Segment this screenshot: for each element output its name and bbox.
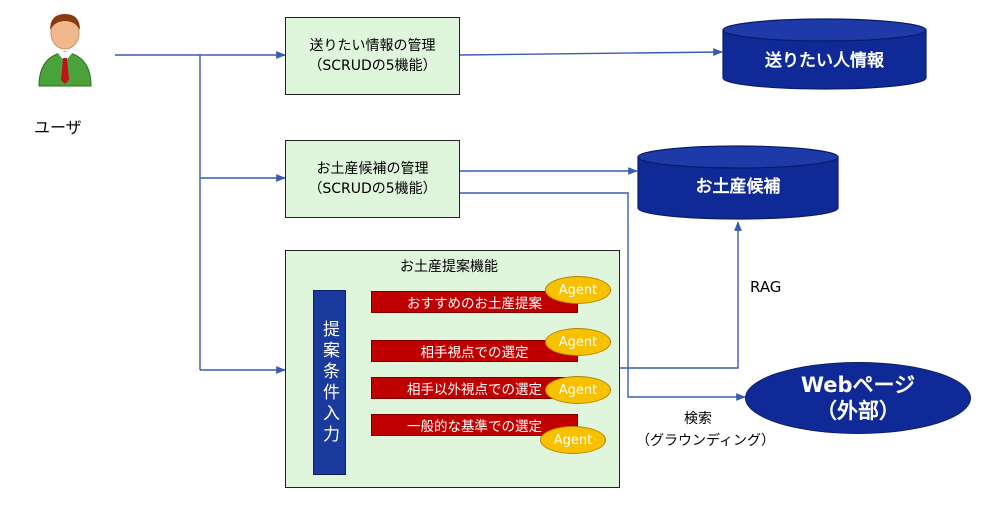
souvenir-subtitle: （SCRUDの5機能） <box>308 181 437 197</box>
search-label: 検索 <box>684 411 712 427</box>
souvenir-title: お土産候補の管理 <box>316 161 429 177</box>
send-info-management-box: 送りたい情報の管理 （SCRUDの5機能） <box>285 17 460 95</box>
external-web-ellipse: Webページ （外部） <box>745 362 971 434</box>
agent-badge-3: Agent <box>545 376 611 404</box>
bar-recipient-view-label: 相手視点での選定 <box>420 345 529 361</box>
proposal-input-bar: 提案条件入力 <box>313 290 346 475</box>
grounding-label: （グラウンディング） <box>636 433 776 449</box>
send-people-database <box>722 18 927 90</box>
souvenir-db-label: お土産候補 <box>695 176 781 197</box>
send-info-title: 送りたい情報の管理 <box>309 38 436 54</box>
bar-general-criteria: 一般的な基準での選定 <box>371 414 578 436</box>
edge-proposal-rag <box>620 221 742 369</box>
user-icon <box>35 8 95 88</box>
edge-user-trunk <box>115 54 201 370</box>
edge-send-info-to-db <box>459 48 723 57</box>
bar-general-criteria-label: 一般的な基準での選定 <box>407 419 542 435</box>
agent-badge-1: Agent <box>545 276 611 304</box>
agent-badge-4: Agent <box>540 426 606 454</box>
bar-other-view: 相手以外視点での選定 <box>371 377 578 399</box>
souvenir-database <box>637 145 839 220</box>
bar-recipient-view: 相手視点での選定 <box>371 340 578 362</box>
web-title: Webページ <box>800 373 916 397</box>
proposal-title: お土産提案機能 <box>400 259 498 275</box>
send-people-db-label: 送りたい人情報 <box>765 50 884 71</box>
send-info-subtitle: （SCRUDの5機能） <box>308 58 437 74</box>
edge-souvenir-to-web <box>460 192 746 401</box>
web-subtitle: （外部） <box>816 399 900 423</box>
bar-recommend-label: おすすめのお土産提案 <box>407 296 542 312</box>
bar-other-view-label: 相手以外視点での選定 <box>407 382 542 398</box>
agent-badge-2: Agent <box>545 328 611 356</box>
souvenir-management-box: お土産候補の管理 （SCRUDの5機能） <box>285 140 460 218</box>
rag-label: RAG <box>750 278 782 296</box>
user-label: ユーザ <box>34 118 82 137</box>
proposal-input-label: 提案条件入力 <box>319 319 339 446</box>
